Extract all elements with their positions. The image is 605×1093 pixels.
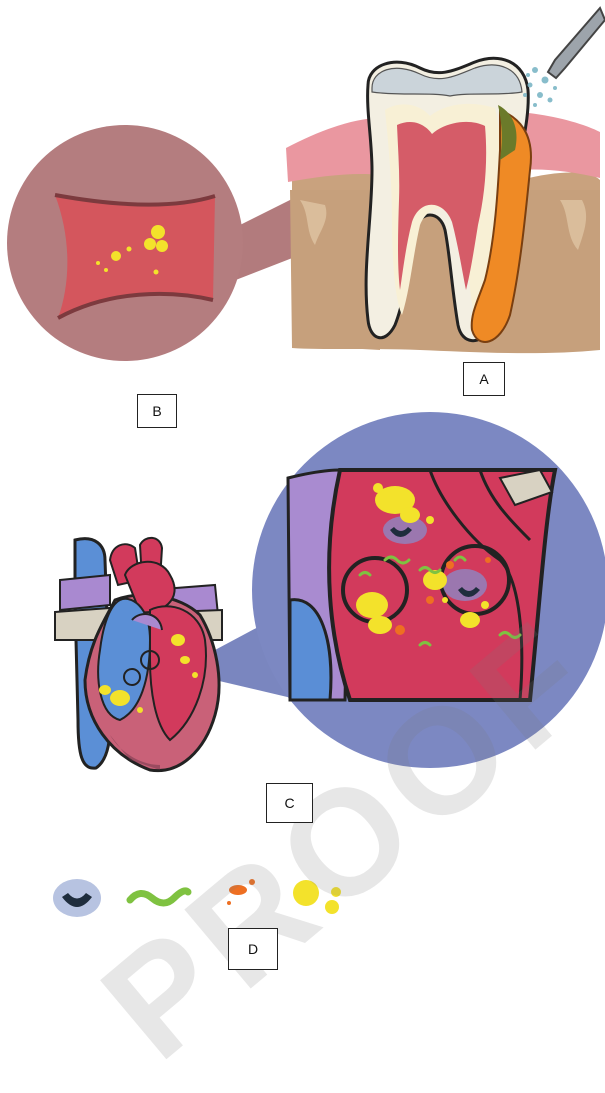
legend-bacteria-yellow-icon xyxy=(293,880,341,914)
label-a: A xyxy=(463,362,505,396)
zoomed-valve xyxy=(288,470,555,700)
legend-bacteria-dark-halo xyxy=(53,879,101,917)
legend-bacteria-green-icon xyxy=(130,891,188,903)
panel-a-tooth xyxy=(286,8,605,353)
label-b: B xyxy=(137,394,177,428)
gum-right xyxy=(520,112,600,178)
panel-d-legend xyxy=(53,879,341,917)
gum-left xyxy=(286,118,380,182)
diagram-stage: PROOF AL A B C D xyxy=(0,0,605,973)
diagram-svg xyxy=(0,0,605,973)
pulmonary-vein-left xyxy=(60,575,110,610)
label-d: D xyxy=(228,928,278,970)
panel-c xyxy=(55,412,605,771)
enamel xyxy=(372,65,522,96)
label-c: C xyxy=(266,783,313,823)
heart-illustration xyxy=(55,538,222,771)
dental-scaler-icon xyxy=(548,8,605,78)
panel-b-zoom xyxy=(7,125,300,361)
legend-bacteria-orange-icon xyxy=(227,879,255,905)
